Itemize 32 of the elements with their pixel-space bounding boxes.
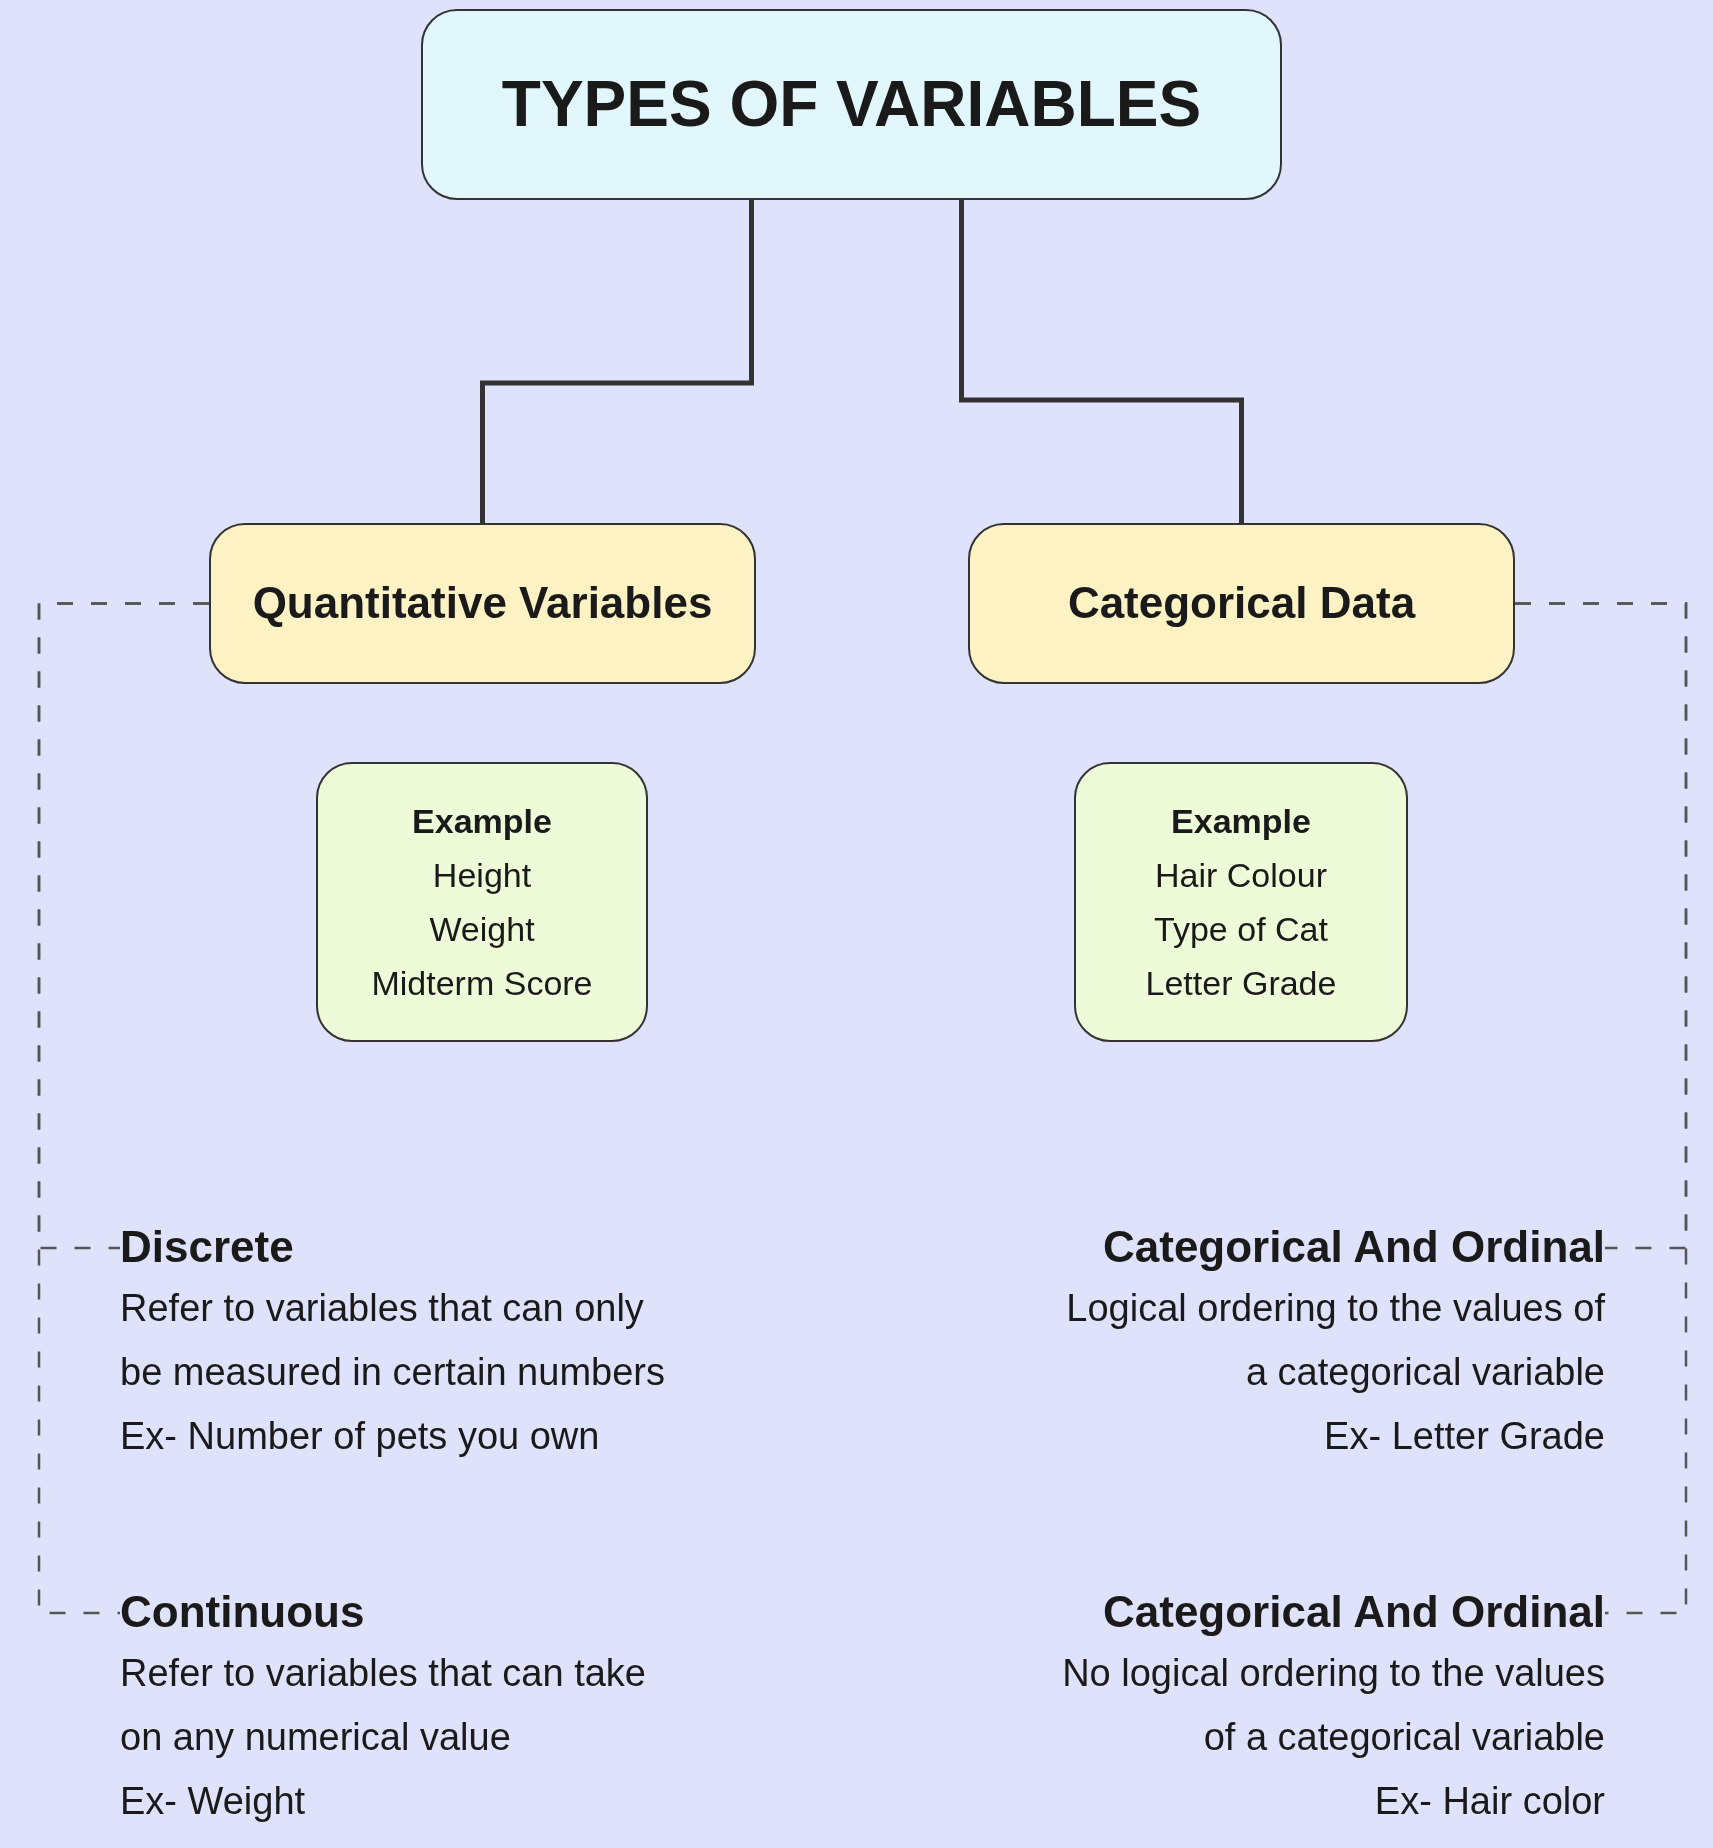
example-text: Ex- Letter Grade (1323, 1414, 1605, 1459)
example-text: Ex- Hair color (1373, 1779, 1605, 1824)
example-item: Midterm Score (371, 963, 593, 1004)
dashed-connector (37, 602, 209, 1615)
subtype-heading: Continuous (120, 1586, 366, 1638)
category-label: Quantitative Variables (252, 577, 713, 630)
dashed-connector (1515, 602, 1688, 1615)
category-box (968, 523, 1515, 684)
example-heading: Example (1171, 801, 1311, 842)
example-heading: Example (412, 801, 552, 842)
example-item: Type of Cat (1154, 909, 1328, 950)
description: Logical ordering to the values of a categorical variable (1065, 1286, 1605, 1395)
example-text: Ex- Weight (120, 1779, 307, 1824)
category-label: Categorical Data (1067, 577, 1416, 630)
description: Refer to variables that can take on any numerical value (120, 1651, 647, 1760)
example-item: Height (432, 855, 532, 896)
category-box (209, 523, 756, 684)
example-item: Weight (429, 909, 535, 950)
connector-line (959, 200, 1244, 523)
connector-line (480, 200, 754, 523)
example-box (316, 762, 648, 1042)
subtype-heading: Categorical And Ordinal (1102, 1586, 1605, 1638)
description: Refer to variables that can only be measured in certain numbers (120, 1286, 666, 1395)
title: TYPES OF VARIABLES (501, 69, 1202, 140)
example-text: Ex- Number of pets you own (120, 1414, 601, 1459)
subtype-heading: Discrete (120, 1221, 295, 1273)
description: No logical ordering to the values of a categorical variable (1061, 1651, 1605, 1760)
example-item: Hair Colour (1155, 855, 1327, 896)
example-item: Letter Grade (1145, 963, 1337, 1004)
subtype-heading: Categorical And Ordinal (1102, 1221, 1605, 1273)
title-box (421, 9, 1282, 200)
example-box (1074, 762, 1408, 1042)
